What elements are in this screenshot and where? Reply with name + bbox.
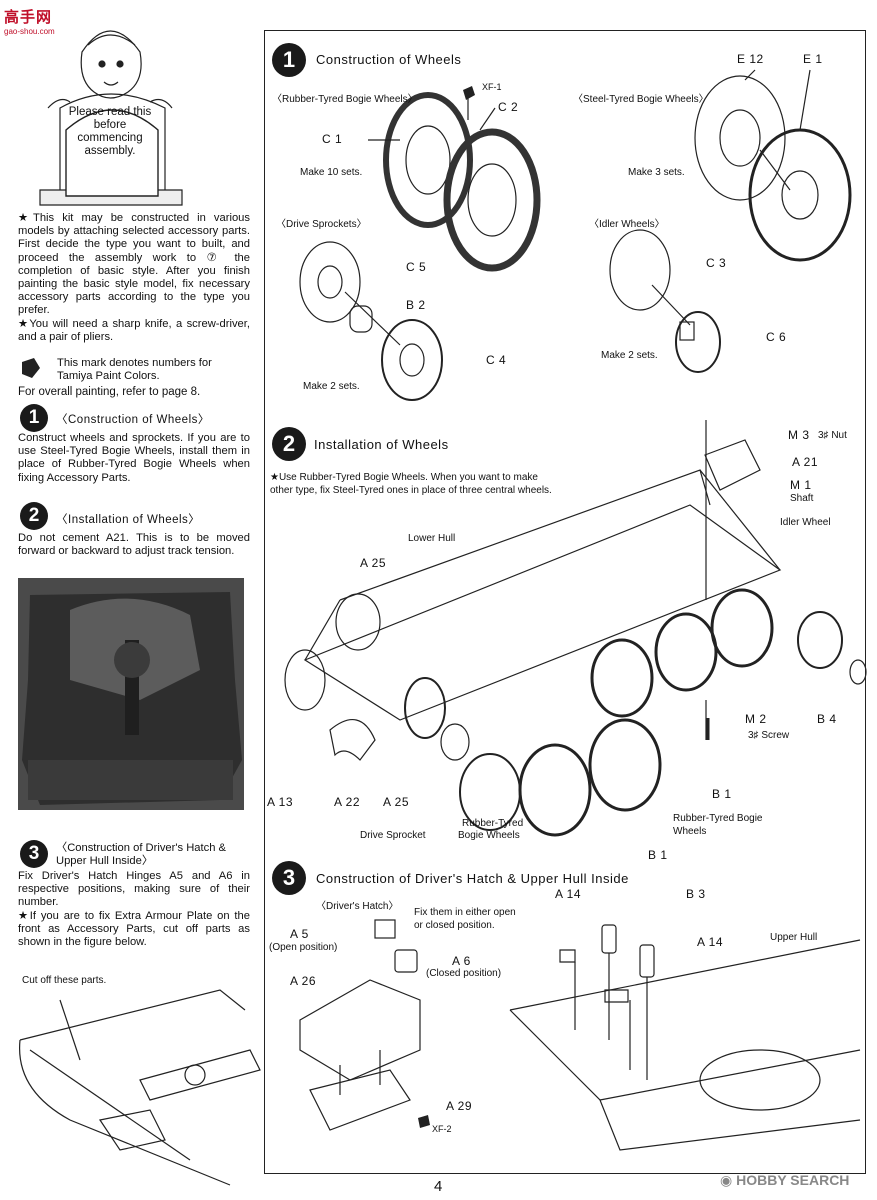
logo-url: gao-shou.com [4,27,55,36]
paint-xf2-label: XF-2 [432,1124,452,1134]
intro-paragraph: ★This kit may be constructed in various … [18,212,250,317]
paint-mark-icon [20,360,36,374]
left-step3-title: 〈Construction of Driver's Hatch & Upper … [56,842,227,867]
read-first-bubble: Please read this before commencing assem… [68,106,152,157]
part-a25-top: A 25 [360,556,387,570]
page-number: 4 [434,1178,443,1195]
part-m3: M 3 [788,428,810,442]
part-e1: E 1 [803,52,823,66]
overall-painting-note: For overall painting, refer to page 8. [18,386,201,398]
left-step1-number: 1 [20,404,48,432]
part-c5: C 5 [406,260,427,274]
part-c4: C 4 [486,353,507,367]
hobby-search-text: HOBBY SEARCH [736,1172,850,1188]
make-2-sets-idler: Make 2 sets. [601,350,658,361]
left-step1-text: Construct wheels and sprockets. If you a… [18,432,250,484]
part-a29: A 29 [446,1099,473,1113]
tank-photo [18,578,244,810]
left-step3-number: 3 [20,840,48,868]
steel-wheels-label: 〈Steel-Tyred Bogie Wheels〉 [573,94,709,105]
left-step3-armour-note: ★If you are to fix Extra Armour Plate on… [18,909,250,949]
step2-number: 2 [272,427,306,461]
left-step3-text: Fix Driver's Hatch Hinges A5 and A6 in r… [18,870,250,909]
logo-brand: 高手网 [4,9,53,26]
open-position-label: (Open position) [269,942,338,953]
part-m1: M 1 [790,478,812,492]
instruction-frame [264,30,866,1174]
part-a6: A 6 [452,954,471,968]
step3-title: Construction of Driver's Hatch & Upper H… [316,871,629,886]
part-c2: C 2 [498,100,519,114]
part-b3: B 3 [686,887,706,901]
closed-position-label: (Closed position) [426,968,502,979]
part-c1: C 1 [322,132,343,146]
lower-hull-label: Lower Hull [408,533,456,544]
part-b1-bottom: B 1 [648,848,668,862]
drive-sprockets-label: 〈Drive Sprockets〉 [276,219,367,230]
drivers-hatch-label: 〈Driver's Hatch〉 [316,901,399,912]
rubber-bogie-label-2: Bogie Wheels [458,830,520,841]
step2-note: ★Use Rubber-Tyred Bogie Wheels. When you… [270,472,552,496]
shaft-label: Shaft [790,493,814,504]
cut-off-label: Cut off these parts. [22,975,107,986]
part-c6: C 6 [766,330,787,344]
left-step2-number: 2 [20,502,48,530]
part-a14-right: A 14 [697,935,724,949]
make-10-sets: Make 10 sets. [300,167,363,178]
step2-title: Installation of Wheels [314,437,449,452]
part-a26: A 26 [290,974,317,988]
drive-sprocket-label: Drive Sprocket [360,830,426,841]
upper-hull-label: Upper Hull [770,932,818,943]
part-c3: C 3 [706,256,727,270]
left-step1-title: 〈Construction of Wheels〉 [56,414,210,426]
step1-title: Construction of Wheels [316,52,462,67]
part-m2: M 2 [745,712,767,726]
hobby-search-watermark: ◉ HOBBY SEARCH [720,1172,849,1189]
step1-number: 1 [272,43,306,77]
idler-wheels-label: 〈Idler Wheels〉 [589,219,665,230]
part-a25-bottom: A 25 [383,795,410,809]
m3-nut-label: 3♯ Nut [818,430,847,441]
step3-number: 3 [272,861,306,895]
part-a21: A 21 [792,455,819,469]
rubber-wheels-label: 〈Rubber-Tyred Bogie Wheels〉 [272,94,418,105]
paint-xf1-label: XF-1 [482,82,502,92]
tools-note: ★You will need a sharp knife, a screw-dr… [18,317,250,343]
hobby-search-icon: ◉ [720,1172,737,1188]
part-a13: A 13 [267,795,294,809]
part-a22: A 22 [334,795,361,809]
part-a5: A 5 [290,927,309,941]
part-b2: B 2 [406,298,426,312]
make-3-sets: Make 3 sets. [628,167,685,178]
rubber-bogie-label-4: Wheels [673,826,707,837]
paint-note: This mark denotes numbers for Tamiya Pai… [57,357,212,382]
make-2-sets-sprocket: Make 2 sets. [303,381,360,392]
rubber-bogie-label-3: Rubber-Tyred Bogie [673,813,763,824]
site-logo: 高手网 gao-shou.com [4,6,55,36]
rubber-bogie-label-1: Rubber-Tyred [462,818,524,829]
fix-position-note: Fix them in either open or closed positi… [414,907,516,931]
m2-screw-label: 3♯ Screw [748,730,790,741]
left-step2-text: Do not cement A21. This is to be moved f… [18,532,250,558]
part-b4: B 4 [817,712,837,726]
part-b1-right: B 1 [712,787,732,801]
left-step2-title: 〈Installation of Wheels〉 [56,514,201,526]
part-e12: E 12 [737,52,764,66]
idler-wheel-label: Idler Wheel [780,517,831,528]
part-a14-top: A 14 [555,887,582,901]
